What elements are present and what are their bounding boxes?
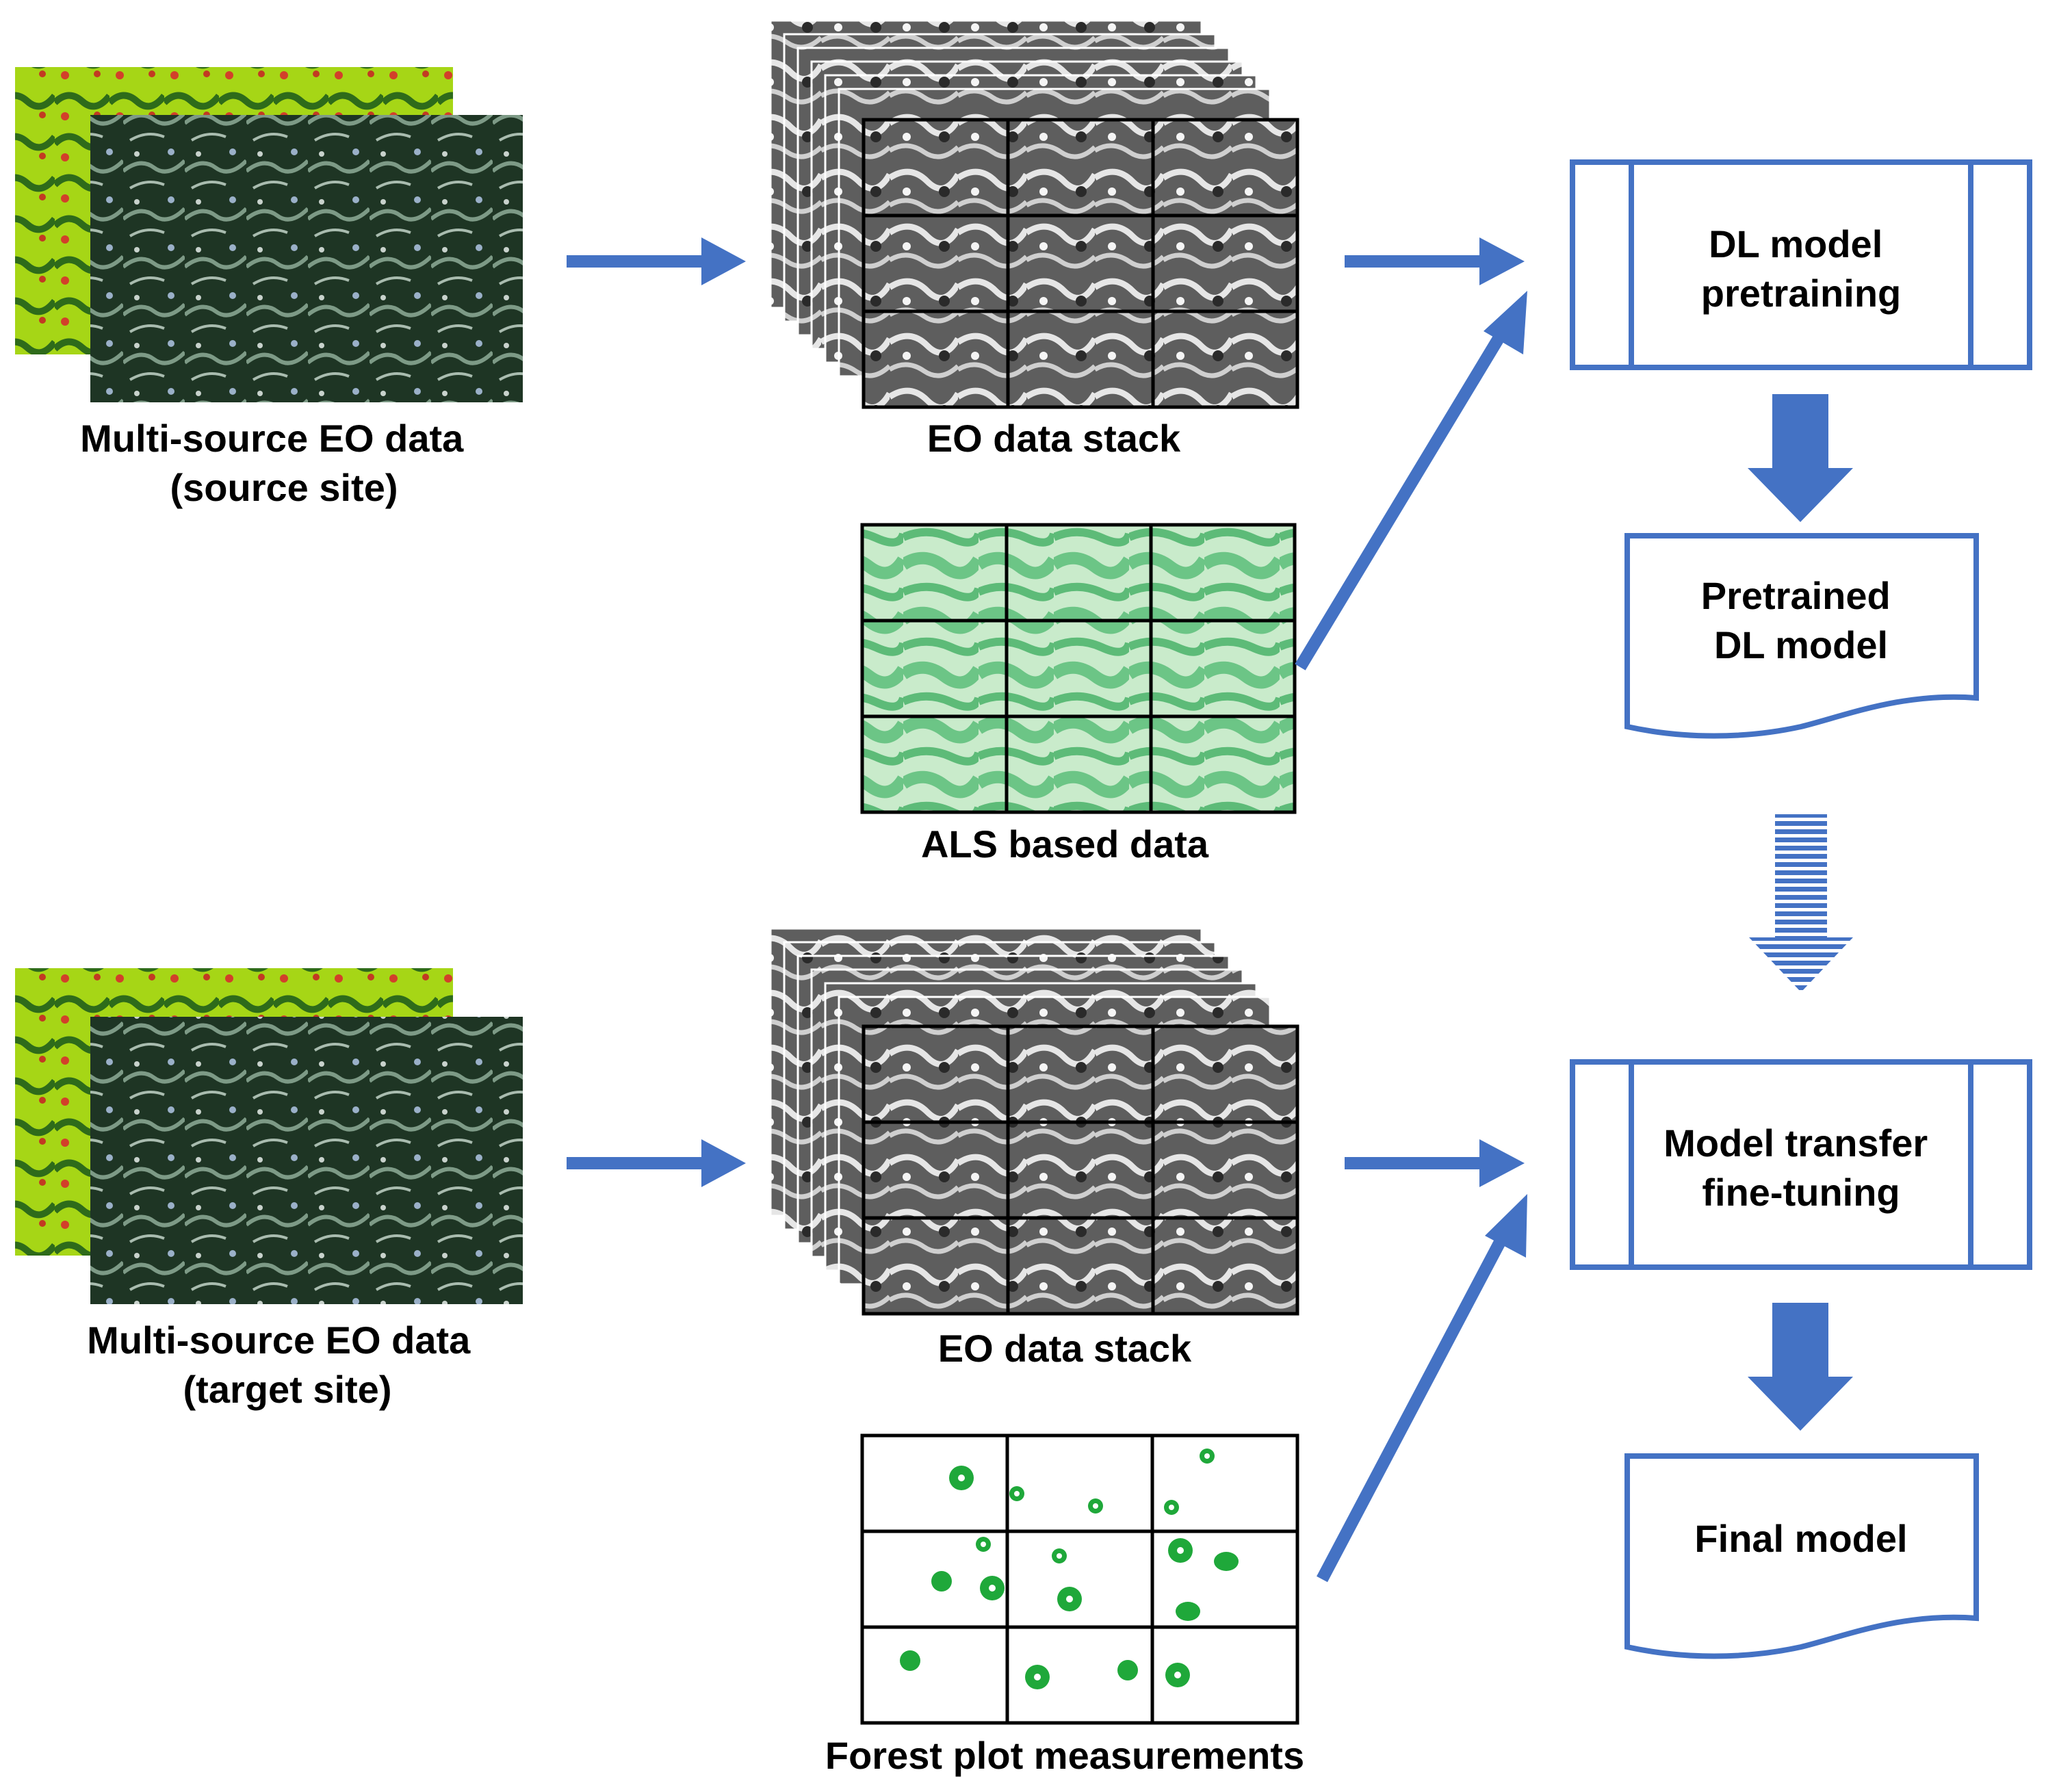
arrow-als-to-pretraining	[1295, 291, 1527, 671]
arrow-stack-to-transfer	[1345, 1139, 1525, 1187]
target-imagery-icon	[15, 968, 523, 1304]
source-eo-label: Multi-source EO data (source site)	[80, 417, 474, 509]
stack-bottom-label: EO data stack	[938, 1327, 1192, 1370]
als-grid-icon	[860, 523, 1297, 814]
arrow-plots-to-transfer	[1317, 1194, 1527, 1583]
transfer-label: Model transfer fine-tuning	[1663, 1121, 1938, 1214]
arrow-target-to-stack	[567, 1139, 746, 1187]
stack-top-label: EO data stack	[927, 417, 1181, 460]
pretrained-model-label: Pretrained DL model	[1701, 574, 1902, 666]
target-eo-label: Multi-source EO data (target site)	[87, 1319, 481, 1411]
final-model-doc	[1624, 1453, 1979, 1659]
pretraining-box	[1570, 159, 2032, 370]
arrow-source-to-stack	[567, 237, 746, 285]
pretrained-model-doc	[1624, 533, 1979, 739]
arrow-pretraining-to-model	[1748, 394, 1853, 522]
transfer-box	[1570, 1059, 2032, 1270]
plot-points-icon	[860, 1433, 1299, 1725]
source-imagery-icon	[15, 67, 523, 402]
arrow-transfer-striped	[1749, 814, 1853, 992]
eo-stack-bottom-icon	[769, 927, 1299, 1316]
als-label: ALS based data	[921, 822, 1209, 866]
arrow-stack-to-pretraining	[1345, 237, 1525, 285]
plots-label: Forest plot measurements	[825, 1734, 1304, 1777]
eo-stack-top-icon	[769, 19, 1299, 409]
arrow-transfer-to-final	[1748, 1303, 1853, 1431]
final-model-label: Final model	[1694, 1517, 1907, 1560]
pretraining-label: DL model pretraining	[1701, 222, 1901, 315]
